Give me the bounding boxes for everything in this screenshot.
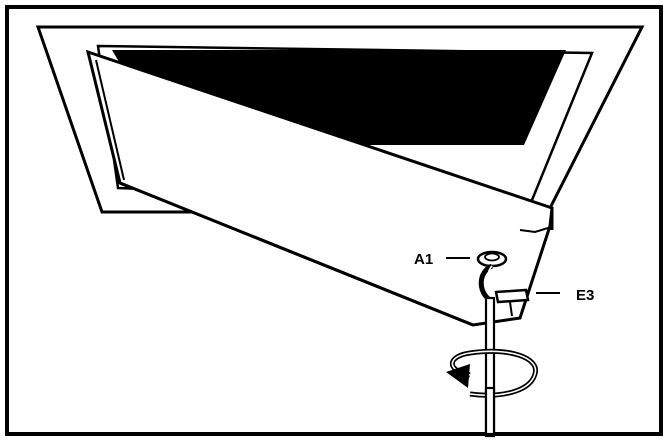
operating-pole	[484, 296, 496, 438]
bracket-e3	[494, 288, 530, 317]
door-left-edge	[95, 59, 125, 181]
door-corner	[519, 227, 549, 234]
rotation-arrow-icon	[446, 348, 538, 436]
label-e3: E3	[576, 287, 594, 304]
latch-hook	[476, 250, 508, 303]
door-bottom-edge	[119, 181, 474, 327]
label-a1: A1	[414, 251, 433, 268]
